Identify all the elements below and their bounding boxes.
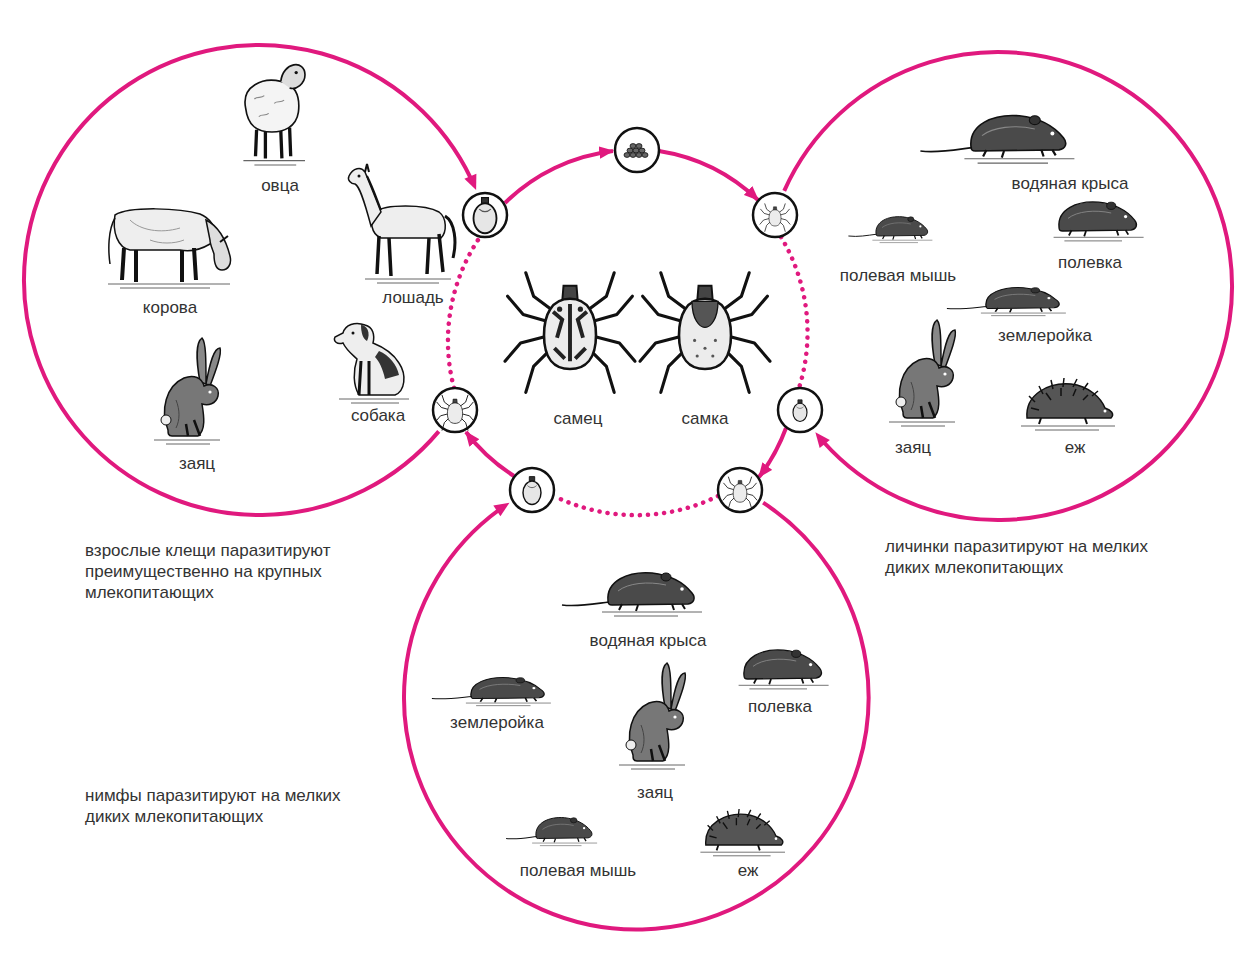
animal-label: землеройка bbox=[450, 711, 544, 732]
animal-label: полевка bbox=[1058, 252, 1122, 273]
host-circle-arc bbox=[24, 45, 471, 515]
sheep-figure bbox=[243, 65, 305, 165]
adult-icon bbox=[436, 395, 474, 430]
field-mouse-figure bbox=[848, 217, 932, 243]
animal-label: еж bbox=[738, 859, 759, 880]
animal-label: еж bbox=[1065, 437, 1086, 458]
cow-figure bbox=[108, 209, 231, 288]
vole-figure bbox=[1054, 202, 1144, 241]
animal-label: полевая мышь bbox=[840, 265, 956, 286]
stage-circle bbox=[778, 388, 822, 432]
tick-sex-label: самец bbox=[554, 408, 603, 429]
animal-label: полевая мышь bbox=[520, 859, 636, 880]
horse-figure bbox=[348, 164, 454, 283]
cycle-arrow bbox=[505, 151, 613, 203]
cycle-dotted bbox=[781, 237, 808, 388]
stage-circle bbox=[718, 468, 762, 512]
engorged-nymph-icon bbox=[523, 477, 541, 505]
egg-cluster bbox=[624, 144, 648, 158]
life-cycle-ring bbox=[448, 151, 808, 515]
animal-label: полевка bbox=[748, 695, 812, 716]
host-arrowhead bbox=[493, 503, 509, 517]
cycle-arrow bbox=[659, 151, 758, 200]
host-caption: личинки паразитируют на мелких диких мле… bbox=[885, 536, 1175, 578]
stage-circle bbox=[433, 388, 477, 432]
stage-circles bbox=[433, 128, 822, 512]
animal-label: заяц bbox=[895, 437, 931, 458]
host-circle-arc bbox=[784, 52, 1232, 520]
hare-figure bbox=[619, 663, 685, 769]
dog-figure bbox=[334, 323, 409, 403]
hedgehog-figure bbox=[700, 809, 785, 856]
cycle-arrow bbox=[466, 432, 514, 476]
animal-label: заяц bbox=[637, 781, 673, 802]
animal-label: лошадь bbox=[382, 287, 443, 308]
hare-figure bbox=[889, 320, 955, 426]
animal-label: собака bbox=[351, 405, 405, 426]
water-rat-figure bbox=[562, 573, 702, 616]
engorged-female-icon bbox=[474, 198, 497, 234]
shrew-figure bbox=[432, 678, 551, 706]
field-mouse-figure bbox=[506, 818, 597, 846]
hare-figure bbox=[154, 338, 220, 444]
cycle-dotted bbox=[448, 237, 480, 388]
vole-figure bbox=[739, 650, 829, 689]
stage-circle bbox=[615, 128, 659, 172]
host-arrowhead bbox=[815, 432, 829, 448]
shrew-figure bbox=[947, 288, 1066, 316]
animal-label: заяц bbox=[179, 453, 215, 474]
tick-sex-label: самка bbox=[682, 408, 729, 429]
nymph-icon bbox=[723, 477, 757, 508]
animal-label: водяная крыса bbox=[590, 629, 707, 650]
stage-circle bbox=[753, 193, 797, 237]
male-tick bbox=[505, 273, 635, 393]
host-caption: нимфы паразитируют на мелких диких млеко… bbox=[85, 785, 355, 827]
stage-circle bbox=[510, 468, 554, 512]
animal-label: овца bbox=[261, 175, 299, 196]
engorged-larva-icon bbox=[793, 400, 807, 422]
cycle-dotted bbox=[554, 496, 718, 515]
animal-label: землеройка bbox=[998, 325, 1092, 346]
stage-circle bbox=[463, 193, 507, 237]
animal-label: корова bbox=[143, 297, 197, 318]
host-caption: взрослые клещи паразитируют преимуществе… bbox=[85, 540, 405, 603]
water-rat-figure bbox=[920, 116, 1074, 164]
host-circle-arc bbox=[404, 503, 869, 930]
host-arrowhead bbox=[464, 174, 476, 190]
cycle-arrow bbox=[759, 428, 786, 477]
larva-icon bbox=[760, 204, 790, 232]
hedgehog-figure bbox=[1021, 378, 1115, 430]
animal-label: водяная крыса bbox=[1012, 173, 1129, 194]
female-tick bbox=[640, 273, 770, 393]
